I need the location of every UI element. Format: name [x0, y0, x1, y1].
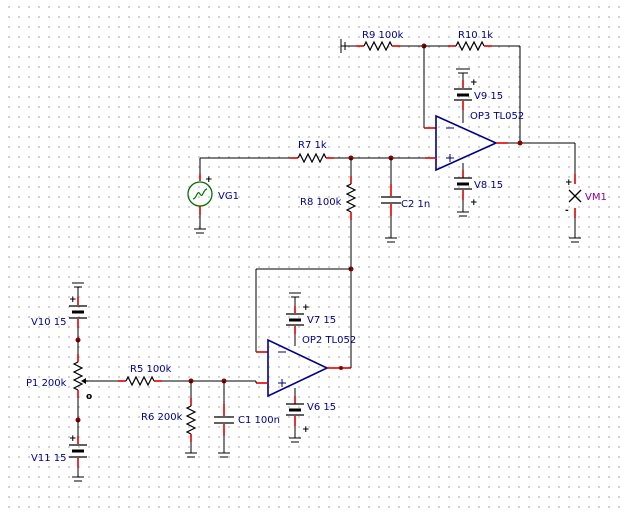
- op3-opamp[interactable]: [425, 114, 508, 172]
- r5-label: R5 100k: [130, 364, 172, 375]
- c1-capacitor[interactable]: [214, 404, 234, 436]
- op2-opamp[interactable]: [256, 338, 339, 398]
- v8-label: V8 15: [474, 180, 503, 191]
- v7-battery[interactable]: [286, 292, 304, 346]
- v11-battery[interactable]: [69, 420, 87, 482]
- r6-resistor[interactable]: [185, 398, 197, 442]
- p1-wiper-marker: o: [86, 392, 92, 402]
- v9-plus-sign: +: [470, 78, 478, 88]
- v10-battery[interactable]: [69, 282, 87, 328]
- r9-resistor[interactable]: [356, 40, 400, 52]
- c1-label: C1 100n: [238, 415, 280, 426]
- vg1-signal-generator[interactable]: [187, 174, 213, 215]
- p1-potentiometer[interactable]: [72, 354, 88, 398]
- r6-label: R6 200k: [141, 412, 183, 423]
- v10-plus-sign: +: [69, 295, 77, 305]
- r8-label: R8 100k: [300, 197, 342, 208]
- r7-label: R7 1k: [298, 140, 327, 151]
- vg1-label: VG1: [218, 191, 239, 202]
- v8-plus-sign: +: [470, 198, 478, 208]
- junction-node: [517, 140, 523, 146]
- v7-plus-sign: +: [302, 303, 310, 313]
- vm1-voltmeter[interactable]: [568, 174, 582, 218]
- vm1-label: VM1: [585, 192, 607, 203]
- vg1-plus-sign: +: [205, 175, 213, 185]
- v11-plus-sign: +: [69, 434, 77, 444]
- v11-label: V11 15: [31, 453, 66, 464]
- c2-label: C2 1n: [401, 199, 430, 210]
- v9-label: V9 15: [474, 91, 503, 102]
- r5-resistor[interactable]: [118, 375, 162, 387]
- junction-node: [339, 366, 343, 370]
- r10-resistor[interactable]: [424, 40, 492, 52]
- v6-plus-sign: +: [302, 425, 310, 435]
- r8-resistor[interactable]: [345, 176, 357, 220]
- c2-capacitor[interactable]: [381, 184, 401, 216]
- vm1-minus-sign: -: [565, 206, 569, 216]
- r9-label: R9 100k: [362, 30, 404, 41]
- r9-ground-symbol: [340, 39, 356, 53]
- op2-label: OP2 TL052: [302, 335, 356, 346]
- vm1-plus-sign: +: [565, 178, 573, 188]
- op3-label: OP3 TL052: [470, 111, 524, 122]
- r10-label: R10 1k: [458, 30, 493, 41]
- v6-battery[interactable]: [286, 388, 304, 443]
- v9-battery[interactable]: [454, 68, 472, 123]
- v8-battery[interactable]: [454, 163, 472, 217]
- v10-label: V10 15: [31, 317, 66, 328]
- r7-resistor[interactable]: [290, 152, 334, 164]
- v6-label: V6 15: [307, 402, 336, 413]
- p1-label: P1 200k: [26, 378, 67, 389]
- v7-label: V7 15: [307, 315, 336, 326]
